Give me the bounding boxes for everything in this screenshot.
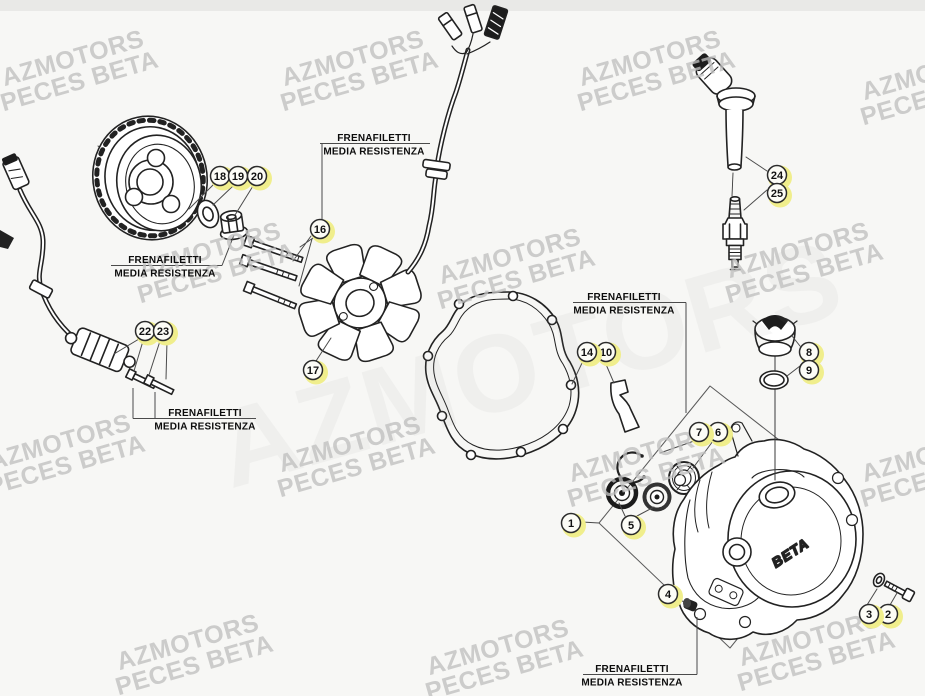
callout-number: 1 [568, 518, 574, 530]
callout-circle [302, 359, 324, 381]
callout-number: 2 [885, 609, 891, 621]
leader-lines [113, 156, 898, 606]
cover-gasket [422, 290, 580, 461]
callout-number: 17 [307, 365, 319, 377]
callout-25[interactable]: 25 [766, 182, 793, 208]
callout-number: 22 [139, 326, 151, 338]
callout-number: 5 [628, 520, 634, 532]
callout-19[interactable]: 19 [227, 165, 254, 191]
callout-number: 20 [251, 171, 263, 183]
callout-number: 6 [715, 427, 721, 439]
callout-circle [657, 583, 679, 605]
bearing-pair [605, 476, 672, 512]
rotor-washer [196, 199, 220, 229]
cover-bolt-washer [872, 572, 916, 603]
callout-number: 7 [696, 427, 702, 439]
circlip [616, 451, 646, 484]
stator [298, 243, 422, 363]
stator-bolts [238, 234, 304, 310]
thread-note: FRENAFILETTI MEDIA RESISTENZA [573, 292, 674, 317]
thread-note-line2: MEDIA RESISTENZA [573, 306, 674, 317]
callout-number: 8 [806, 347, 812, 359]
wire-stub [0, 230, 14, 249]
callout-number: 14 [581, 347, 594, 359]
thread-note-line1: FRENAFILETTI [587, 292, 661, 303]
callout-4[interactable]: 4 [657, 583, 684, 609]
callout-14[interactable]: 14 [576, 341, 603, 367]
callout-1[interactable]: 1 [560, 512, 587, 538]
thread-note-line2: MEDIA RESISTENZA [154, 422, 255, 433]
callout-9[interactable]: 9 [798, 359, 825, 385]
stator-cable [405, 3, 509, 275]
callout-circle [246, 165, 268, 187]
callout-circle [560, 512, 582, 534]
thread-note: FRENAFILETTI MEDIA RESISTENZA [581, 664, 682, 689]
callout-3[interactable]: 3 [858, 603, 885, 629]
thread-note-line1: FRENAFILETTI [337, 133, 411, 144]
callout-number: 24 [771, 170, 784, 182]
callout-circle [576, 341, 598, 363]
oil-filler-cap [752, 315, 798, 357]
thread-note-line2: MEDIA RESISTENZA [581, 678, 682, 689]
cap-oring [759, 370, 789, 390]
callout-circle [152, 320, 174, 342]
callout-20[interactable]: 20 [246, 165, 273, 191]
callout-number: 18 [214, 171, 226, 183]
thread-note-line1: FRENAFILETTI [595, 664, 669, 675]
callout-number: 25 [771, 188, 783, 200]
callout-circle [858, 603, 880, 625]
callout-number: 10 [600, 347, 612, 359]
callout-7[interactable]: 7 [688, 421, 715, 447]
cable-retainer [610, 379, 640, 433]
pickup-coil [64, 327, 136, 373]
callout-circle [620, 514, 642, 536]
spark-plug [722, 196, 748, 271]
callout-number: 19 [232, 171, 244, 183]
thread-note-line2: MEDIA RESISTENZA [323, 147, 424, 158]
callout-number: 4 [665, 589, 672, 601]
thread-note-line2: MEDIA RESISTENZA [114, 269, 215, 280]
callout-number: 3 [866, 609, 872, 621]
note-brackets [111, 143, 698, 675]
callout-circle [798, 359, 820, 381]
callout-circle [766, 182, 788, 204]
thread-note: FRENAFILETTI MEDIA RESISTENZA [114, 255, 215, 280]
thread-note: FRENAFILETTI MEDIA RESISTENZA [323, 133, 424, 158]
part-artwork: BETA [0, 3, 916, 649]
callout-16[interactable]: 16 [309, 218, 336, 244]
callout-number: 23 [157, 326, 169, 338]
ignition-coil [692, 53, 756, 171]
callout-5[interactable]: 5 [620, 514, 647, 540]
clutch-cover: BETA [671, 421, 864, 641]
callout-17[interactable]: 17 [302, 359, 329, 385]
callout-number: 9 [806, 365, 812, 377]
scan-edge-band [0, 0, 925, 11]
flywheel-rotor [91, 115, 209, 241]
oil-plug [683, 598, 698, 612]
thread-note-line1: FRENAFILETTI [168, 408, 242, 419]
pickup-bolts [124, 368, 175, 396]
callout-number: 16 [314, 224, 326, 236]
callout-23[interactable]: 23 [152, 320, 179, 346]
callout-circle [309, 218, 331, 240]
thread-note: FRENAFILETTI MEDIA RESISTENZA [154, 408, 255, 433]
callout-circle [688, 421, 710, 443]
thread-note-line1: FRENAFILETTI [128, 255, 202, 266]
